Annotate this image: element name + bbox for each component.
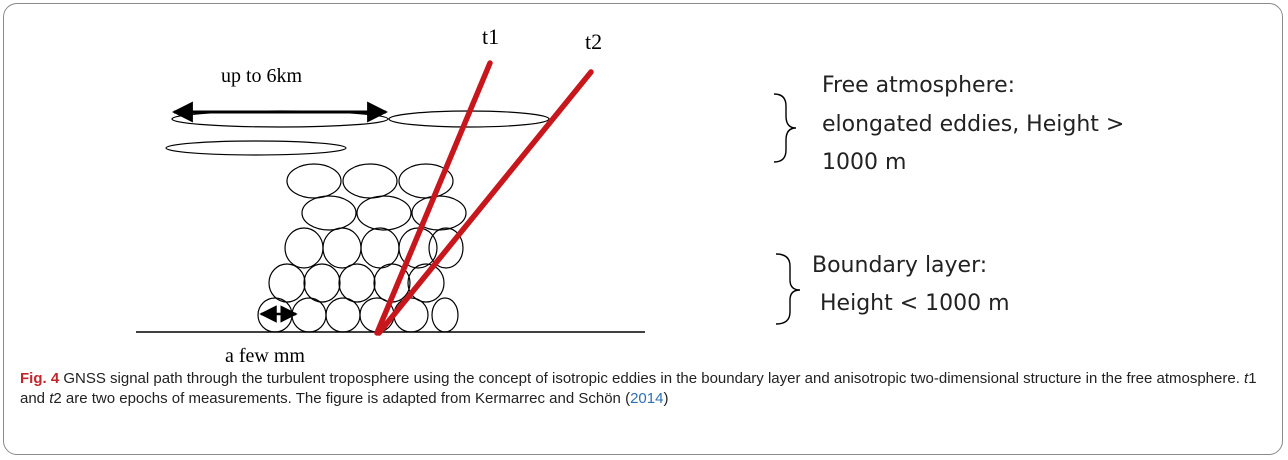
boundary-layer-line-1: Boundary layer:: [812, 253, 987, 278]
free-atmosphere-line-3: 1000 m: [822, 150, 906, 175]
signal-path-t1: [374, 60, 493, 336]
figure-frame: [3, 3, 1283, 455]
caption-text-2: 2 are two epochs of measurements. The fi…: [53, 390, 621, 407]
signal-path-t2: [376, 69, 594, 336]
boundary-layer-brace: [775, 253, 801, 325]
reference-link[interactable]: 2014: [630, 390, 664, 407]
boundary-layer-line-2: Height < 1000 m: [820, 291, 1010, 316]
elongated-eddy: [165, 140, 347, 156]
caption-t1-var: t: [1244, 370, 1249, 387]
caption-text-1: GNSS signal path through the turbulent t…: [63, 370, 1240, 387]
turbulence-diagram: up to 6km t1 t2 a few mm: [136, 24, 1124, 367]
t1-label: t1: [482, 24, 499, 49]
figure-caption: Fig. 4 GNSS signal path through the turb…: [20, 369, 1270, 409]
caption-ref[interactable]: (2014): [625, 390, 669, 407]
bottom-label: a few mm: [225, 345, 305, 367]
caption-t1-suffix: 1 and: [20, 370, 1257, 407]
caption-t2-var: t: [49, 390, 54, 407]
t2-label: t2: [585, 29, 602, 54]
free-atmosphere-brace: [773, 93, 797, 163]
top-label: up to 6km: [221, 65, 303, 87]
free-atmosphere-line-1: Free atmosphere:: [822, 73, 1015, 98]
free-atmosphere-line-2: elongated eddies, Height >: [822, 112, 1124, 137]
figure-label: Fig. 4: [20, 370, 60, 387]
elongated-eddies: [165, 110, 550, 156]
